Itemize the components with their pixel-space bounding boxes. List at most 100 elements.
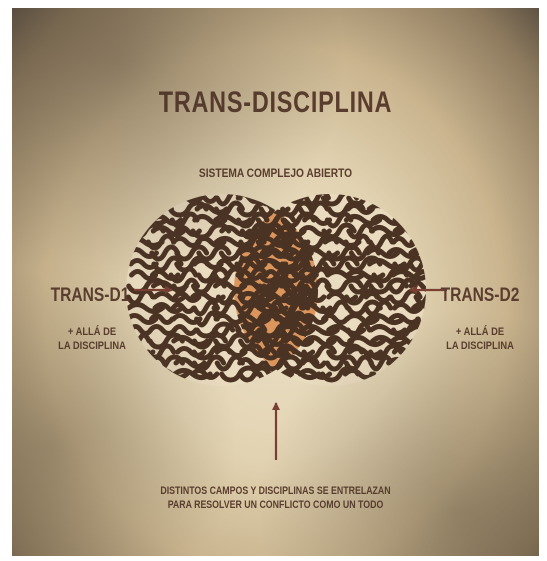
maze-stroke [172, 291, 202, 303]
subtitle: SISTEMA COMPLEJO ABIERTO [198, 166, 353, 180]
maze-stroke [261, 346, 287, 358]
maze-stroke [414, 365, 426, 383]
maze-stroke [342, 368, 377, 380]
trans-d2-label: TRANS-D2 [440, 285, 520, 306]
maze-stroke [344, 313, 380, 325]
maze-stroke [367, 194, 397, 204]
maze-stroke [191, 299, 221, 317]
maze-stroke [145, 233, 177, 251]
maze-stroke [275, 225, 307, 237]
maze-stroke [255, 335, 286, 347]
maze-stroke [148, 324, 178, 336]
maze-stroke [320, 194, 360, 207]
maze-stroke [149, 244, 181, 262]
maze-stroke [194, 310, 220, 328]
left-note: + ALLÁ DE LA DISCIPLINA [50, 325, 135, 353]
maze-stroke [278, 299, 305, 317]
maze-stroke [151, 255, 184, 273]
maze-stroke [363, 299, 394, 317]
maze-stroke [239, 222, 267, 240]
right-note: + ALLÁ DE LA DISCIPLINA [438, 325, 523, 353]
maze-stroke [347, 335, 386, 347]
maze-stroke [191, 354, 227, 372]
maze-stroke [194, 203, 230, 215]
maze-stroke [257, 194, 293, 204]
maze-stroke [299, 324, 340, 336]
maze-stroke [282, 277, 317, 295]
maze-stroke [320, 299, 350, 317]
maze-stroke [128, 354, 167, 372]
diagram-graphic [126, 194, 447, 460]
maze-stroke [325, 269, 366, 281]
maze-stroke [215, 288, 246, 306]
maze-stroke [259, 247, 289, 259]
maze-stroke [214, 346, 248, 358]
page-title: TRANS-DISCIPLINA [158, 86, 393, 119]
maze-stroke [326, 244, 362, 262]
maze-stroke [299, 313, 329, 325]
maze-stroke [126, 288, 156, 306]
maze-stroke [174, 244, 210, 262]
maze-stroke [409, 236, 426, 248]
maze-stroke [214, 354, 245, 372]
maze-stroke [348, 277, 384, 295]
maze-stroke [214, 194, 243, 207]
maze-stroke [390, 269, 426, 281]
maze-stroke [213, 313, 245, 325]
maze-stroke [303, 194, 331, 207]
maze-stroke [237, 365, 272, 383]
maze-stroke [413, 269, 426, 281]
maze-stroke [191, 332, 228, 350]
maze-stroke [324, 211, 354, 229]
maze-stroke [407, 324, 426, 336]
maze-stroke [392, 302, 423, 314]
maze-stroke [386, 247, 421, 259]
maze-stroke [257, 194, 288, 207]
maze-stroke [190, 222, 232, 240]
maze-stroke [412, 211, 426, 229]
maze-stroke [235, 258, 268, 270]
left-note-line1: + ALLÁ DE [67, 326, 117, 338]
maze-stroke [171, 335, 210, 347]
maze-stroke [235, 269, 263, 281]
maze-stroke [130, 194, 171, 207]
bottom-caption-line2: PARA RESOLVER UN CONFLICTO COMO UN TODO [167, 499, 384, 511]
right-note-line1: + ALLÁ DE [455, 326, 505, 338]
maze-stroke [175, 346, 207, 358]
maze-stroke [345, 203, 375, 215]
maze-stroke [190, 368, 220, 380]
maze-stroke [149, 313, 175, 325]
maze-stroke [173, 357, 207, 369]
maze-stroke [408, 280, 426, 292]
maze-stroke [256, 211, 296, 229]
maze-stroke [170, 236, 202, 248]
maze-stroke [411, 203, 426, 215]
maze-stroke [322, 255, 360, 273]
bottom-caption-line1: DISTINTOS CAMPOS Y DISCIPLINAS SE ENTREL… [160, 485, 391, 497]
maze-stroke [262, 332, 288, 350]
maze-stroke [408, 357, 426, 369]
right-note-line2: LA DISCIPLINA [446, 340, 514, 352]
maze-stroke [345, 321, 372, 339]
maze-stroke [281, 247, 314, 259]
maze-stroke [386, 368, 426, 380]
maze-stroke [129, 269, 159, 281]
maze-stroke [392, 211, 426, 229]
maze-stroke [370, 335, 409, 347]
maze-stroke [234, 313, 272, 325]
maze-stroke [192, 258, 224, 270]
maze-stroke [300, 357, 327, 369]
maze-stroke [324, 354, 358, 372]
maze-stroke [152, 291, 187, 303]
maze-stroke [168, 266, 199, 284]
maze-stroke [171, 324, 199, 336]
maze-stroke [386, 357, 426, 369]
maze-stroke [412, 222, 426, 240]
maze-stroke [150, 225, 187, 237]
maze-stroke [298, 291, 327, 303]
maze-stroke [411, 302, 426, 314]
maze-stroke [237, 357, 266, 369]
left-note-line2: LA DISCIPLINA [58, 340, 126, 352]
maze-stroke [277, 324, 316, 336]
maze-stroke [257, 266, 298, 284]
